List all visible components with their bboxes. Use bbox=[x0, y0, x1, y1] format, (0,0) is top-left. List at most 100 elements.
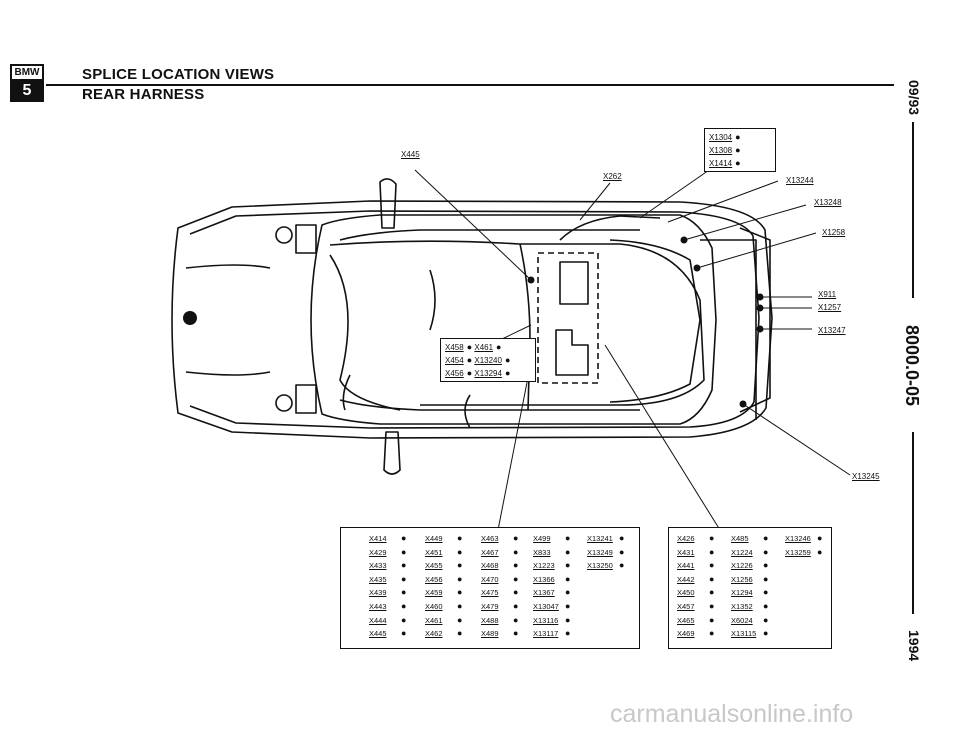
logo-brand: BMW bbox=[12, 66, 42, 81]
splice-entry: X1224● bbox=[731, 546, 769, 557]
splice-entry: X431● bbox=[677, 546, 715, 557]
splice-entry: X13259● bbox=[785, 546, 823, 557]
harness-wire bbox=[329, 240, 705, 406]
splice-entry: X1304● bbox=[709, 132, 741, 142]
splice-entry: X443● bbox=[369, 600, 407, 611]
roof-line bbox=[339, 399, 640, 411]
harness-wire bbox=[519, 243, 531, 411]
splice-entry: X13246● bbox=[785, 533, 823, 543]
splice-entry: X1223● bbox=[533, 560, 571, 571]
splice-entry: X485● bbox=[731, 533, 769, 543]
splice-entry: X450● bbox=[677, 587, 715, 598]
callout-x1257: X1257 bbox=[818, 303, 842, 312]
splice-entry: X1294● bbox=[731, 587, 769, 598]
splice-column: X463● X467● X468● X470● X475● X479● X488… bbox=[481, 532, 518, 641]
splice-entry: X426● bbox=[677, 533, 715, 543]
splice-entry: X461● bbox=[425, 614, 463, 625]
splice-column: X414● X429● X433● X435● X439● X443● X444… bbox=[369, 532, 406, 641]
callout-x262: X262 bbox=[603, 172, 622, 181]
splice-entry: X455● bbox=[425, 560, 463, 571]
car-body-outline bbox=[171, 200, 773, 439]
splice-entry: X13115● bbox=[731, 628, 769, 639]
header-rule bbox=[46, 84, 894, 86]
splice-entry: X442● bbox=[677, 573, 715, 584]
splice-entry: X449● bbox=[425, 533, 463, 543]
splice-table-right: X426● X431● X441● X442● X450● X457● X465… bbox=[668, 527, 832, 649]
battery-box bbox=[537, 252, 599, 384]
bmw-series-logo: BMW 5 bbox=[10, 64, 44, 102]
harness-wire bbox=[429, 269, 436, 331]
windshield bbox=[310, 214, 717, 425]
roof-line bbox=[339, 229, 640, 241]
splice-entry: X469● bbox=[677, 628, 715, 639]
splice-entry: X833● bbox=[533, 546, 571, 557]
splice-entry: X456● X13294● bbox=[445, 367, 511, 378]
splice-entry: X489● bbox=[481, 628, 519, 639]
front-module bbox=[295, 224, 317, 254]
splice-entry: X439● bbox=[369, 587, 407, 598]
splice-column: X13241● X13249● X13250● bbox=[587, 532, 624, 573]
callout-x13247: X13247 bbox=[818, 326, 846, 335]
splice-entry: X445● bbox=[369, 628, 407, 639]
callout-x13244: X13244 bbox=[786, 176, 814, 185]
splice-entry: X499● bbox=[533, 533, 571, 543]
splice-entry: X470● bbox=[481, 573, 519, 584]
mirror-left bbox=[379, 178, 397, 229]
splice-entry: X441● bbox=[677, 560, 715, 571]
front-module bbox=[295, 384, 317, 414]
splice-entry: X13047● bbox=[533, 600, 571, 611]
splice-entry: X468● bbox=[481, 560, 519, 571]
splice-entry: X1226● bbox=[731, 560, 769, 571]
splice-entry: X460● bbox=[425, 600, 463, 611]
splice-entry: X456● bbox=[425, 573, 463, 584]
splice-entry: X1367● bbox=[533, 587, 571, 598]
splice-entry: X414● bbox=[369, 533, 407, 543]
splice-entry: X488● bbox=[481, 614, 519, 625]
leader-line bbox=[579, 182, 611, 221]
mirror-right bbox=[383, 431, 401, 475]
margin-rule-2 bbox=[912, 432, 914, 614]
harness-wire bbox=[329, 254, 401, 411]
splice-entry: X457● bbox=[677, 600, 715, 611]
callout-x1258: X1258 bbox=[822, 228, 846, 237]
watermark-text: carmanualsonline.info bbox=[610, 700, 854, 728]
splice-entry: X13249● bbox=[587, 546, 625, 557]
hood-line bbox=[185, 371, 271, 376]
splice-entry: X435● bbox=[369, 573, 407, 584]
splice-column: X449● X451● X455● X456● X459● X460● X461… bbox=[425, 532, 462, 641]
logo-series-number: 5 bbox=[12, 81, 42, 100]
splice-entry: X462● bbox=[425, 628, 463, 639]
splice-entry: X1256● bbox=[731, 573, 769, 584]
splice-entry: X1414● bbox=[709, 157, 741, 168]
splice-entry: X459● bbox=[425, 587, 463, 598]
bmw-emblem bbox=[183, 311, 197, 325]
splice-entry: X6024● bbox=[731, 614, 769, 625]
splice-entry: X1352● bbox=[731, 600, 769, 611]
trunk-area bbox=[739, 227, 771, 413]
front-speaker bbox=[275, 226, 293, 244]
splice-entry: X1366● bbox=[533, 573, 571, 584]
callout-x445: X445 bbox=[401, 150, 420, 159]
callout-x13248: X13248 bbox=[814, 198, 842, 207]
callout-x13245: X13245 bbox=[852, 472, 880, 481]
leader-line bbox=[639, 167, 713, 219]
leader-line bbox=[499, 324, 532, 341]
leader-line bbox=[414, 169, 532, 281]
rear-seat-outline bbox=[555, 329, 589, 376]
leader-line bbox=[604, 344, 721, 531]
splice-entry: X13116● bbox=[533, 614, 571, 625]
harness-wire bbox=[464, 394, 471, 429]
splice-entry: X475● bbox=[481, 587, 519, 598]
splice-entry: X13117● bbox=[533, 628, 571, 639]
splice-column: X426● X431● X441● X442● X450● X457● X465… bbox=[677, 532, 714, 641]
hood-line bbox=[185, 264, 271, 269]
harness-wire bbox=[559, 215, 661, 241]
splice-entry: X13241● bbox=[587, 533, 625, 543]
battery bbox=[559, 261, 589, 305]
harness-wire bbox=[700, 239, 757, 420]
splice-entry: X429● bbox=[369, 546, 407, 557]
splice-entry: X1308● bbox=[709, 144, 741, 155]
rear-window bbox=[609, 239, 701, 403]
margin-rule-1 bbox=[912, 122, 914, 298]
page-subtitle: REAR HARNESS bbox=[82, 86, 205, 103]
